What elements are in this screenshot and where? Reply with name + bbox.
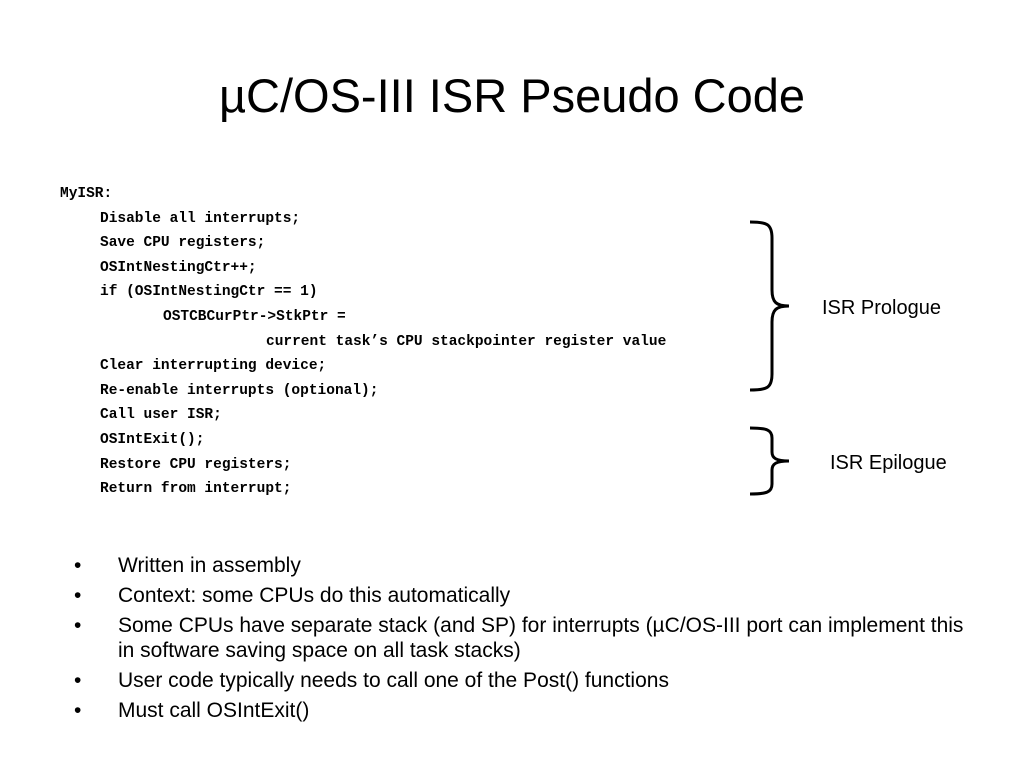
code-line: MyISR: xyxy=(60,186,113,202)
prologue-brace-icon xyxy=(749,220,790,392)
bullet-dot-icon: • xyxy=(74,699,82,722)
list-item: • Some CPUs have separate stack (and SP)… xyxy=(72,613,972,663)
isr-prologue-label: ISR Prologue xyxy=(822,297,941,319)
bullet-text: Some CPUs have separate stack (and SP) f… xyxy=(118,614,964,662)
code-line: Clear interrupting device; xyxy=(100,358,327,374)
list-item: • Context: some CPUs do this automatical… xyxy=(72,583,972,608)
bullet-dot-icon: • xyxy=(74,584,82,607)
epilogue-brace-icon xyxy=(749,426,790,496)
code-line: Re-enable interrupts (optional); xyxy=(100,383,379,399)
code-line: OSIntExit(); xyxy=(100,432,205,448)
isr-epilogue-label: ISR Epilogue xyxy=(830,452,947,474)
code-line: current task’s CPU stackpointer register… xyxy=(266,334,667,350)
bullet-text: Context: some CPUs do this automatically xyxy=(118,584,511,607)
bullet-dot-icon: • xyxy=(74,669,82,692)
code-line: Restore CPU registers; xyxy=(100,457,292,473)
list-item: • Must call OSIntExit() xyxy=(72,698,972,723)
bullet-dot-icon: • xyxy=(74,554,82,577)
list-item: • Written in assembly xyxy=(72,553,972,578)
code-block: MyISR: Disable all interrupts; Save CPU … xyxy=(60,186,667,497)
code-line: if (OSIntNestingCtr == 1) xyxy=(100,284,318,300)
bullet-text: User code typically needs to call one of… xyxy=(118,669,669,692)
code-line: OSIntNestingCtr++; xyxy=(100,260,257,276)
code-line: Return from interrupt; xyxy=(100,481,292,497)
list-item: • User code typically needs to call one … xyxy=(72,668,972,693)
bullet-list: • Written in assembly • Context: some CP… xyxy=(72,553,972,728)
bullet-text: Written in assembly xyxy=(118,554,301,577)
bullet-text: Must call OSIntExit() xyxy=(118,699,310,722)
code-line: Save CPU registers; xyxy=(100,235,266,251)
code-line: Call user ISR; xyxy=(100,407,222,423)
slide-title: µC/OS-III ISR Pseudo Code xyxy=(218,69,806,122)
code-line: OSTCBCurPtr->StkPtr = xyxy=(163,309,346,325)
code-line: Disable all interrupts; xyxy=(100,211,301,227)
bullet-dot-icon: • xyxy=(74,614,82,637)
